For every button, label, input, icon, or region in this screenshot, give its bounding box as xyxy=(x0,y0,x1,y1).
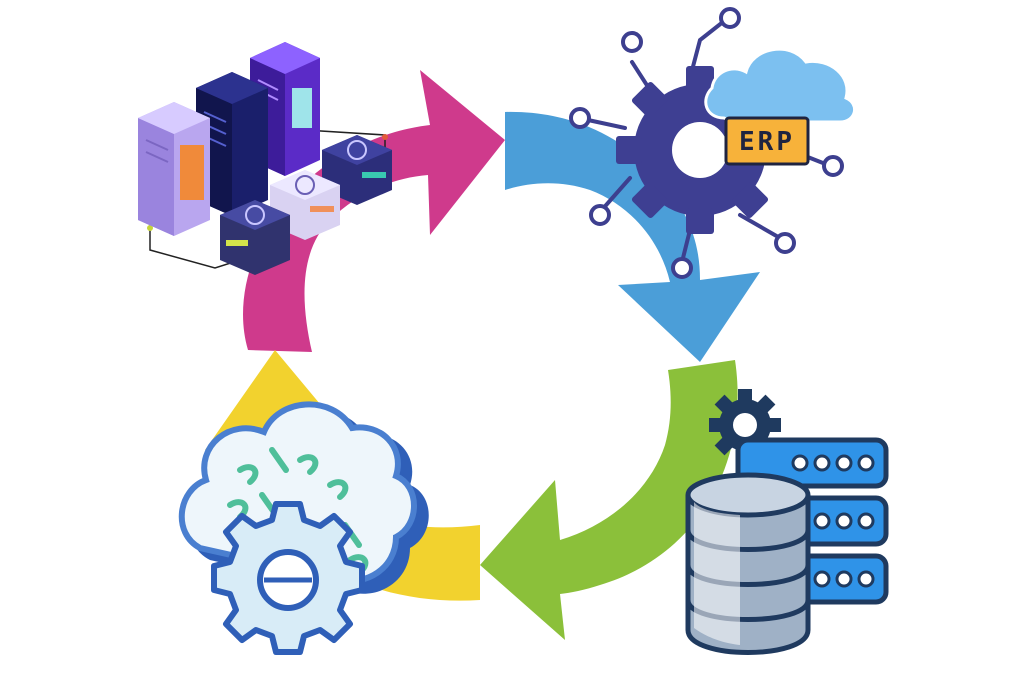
green-arrow xyxy=(480,360,738,640)
server-rack-icon xyxy=(138,42,392,275)
database-server-icon xyxy=(685,389,889,655)
magenta-arrow xyxy=(243,70,505,352)
erp-label: ERP xyxy=(739,127,795,157)
erp-gear-cloud-icon: ERP xyxy=(569,7,856,279)
blue-arrow xyxy=(505,111,760,362)
cloud-gear-code-icon xyxy=(178,401,429,655)
